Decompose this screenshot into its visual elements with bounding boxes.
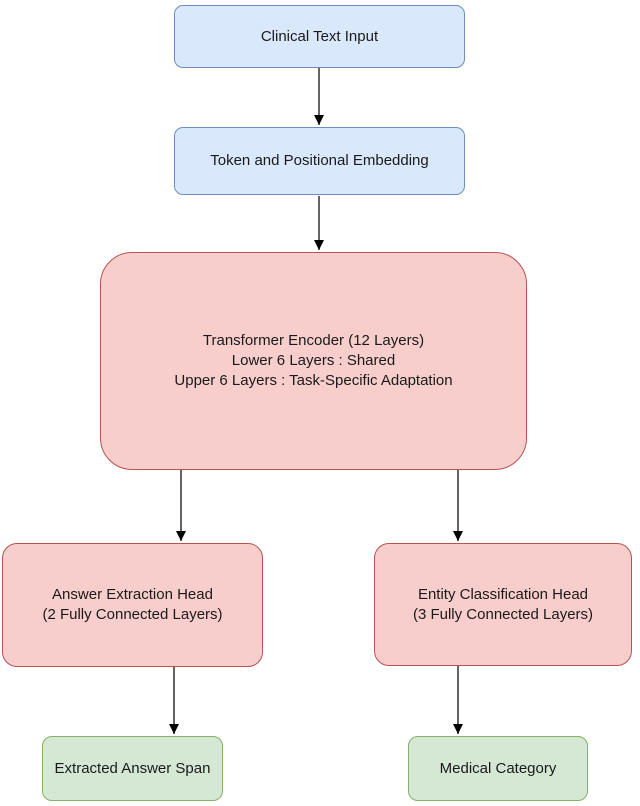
node-transformer-encoder-line2: Lower 6 Layers : Shared (231, 352, 396, 369)
node-medical-category-label: Medical Category (439, 759, 557, 777)
node-transformer-encoder-line3: Upper 6 Layers : Task-Specific Adaptatio… (174, 372, 453, 389)
node-extracted-answer-span-label: Extracted Answer Span (54, 759, 211, 777)
node-answer-extraction-head: Answer Extraction Head (2 Fully Connecte… (2, 543, 263, 667)
node-answer-extraction-head-line2: (2 Fully Connected Layers) (42, 606, 223, 623)
node-transformer-encoder: Transformer Encoder (12 Layers) Lower 6 … (100, 252, 527, 470)
node-entity-classification-head-line1: Entity Classification Head (417, 585, 589, 603)
node-entity-classification-head: Entity Classification Head (3 Fully Conn… (374, 543, 632, 666)
node-clinical-text-input-label: Clinical Text Input (260, 27, 379, 45)
node-medical-category: Medical Category (408, 736, 588, 801)
node-clinical-text-input: Clinical Text Input (174, 5, 465, 68)
node-entity-classification-head-line2: (3 Fully Connected Layers) (412, 605, 594, 623)
node-token-positional-embedding-label: Token and Positional Embedding (210, 152, 429, 169)
node-extracted-answer-span: Extracted Answer Span (42, 736, 223, 801)
node-transformer-encoder-line1: Transformer Encoder (12 Layers) (202, 332, 425, 349)
node-answer-extraction-head-line1: Answer Extraction Head (52, 586, 213, 603)
node-token-positional-embedding: Token and Positional Embedding (174, 127, 465, 195)
